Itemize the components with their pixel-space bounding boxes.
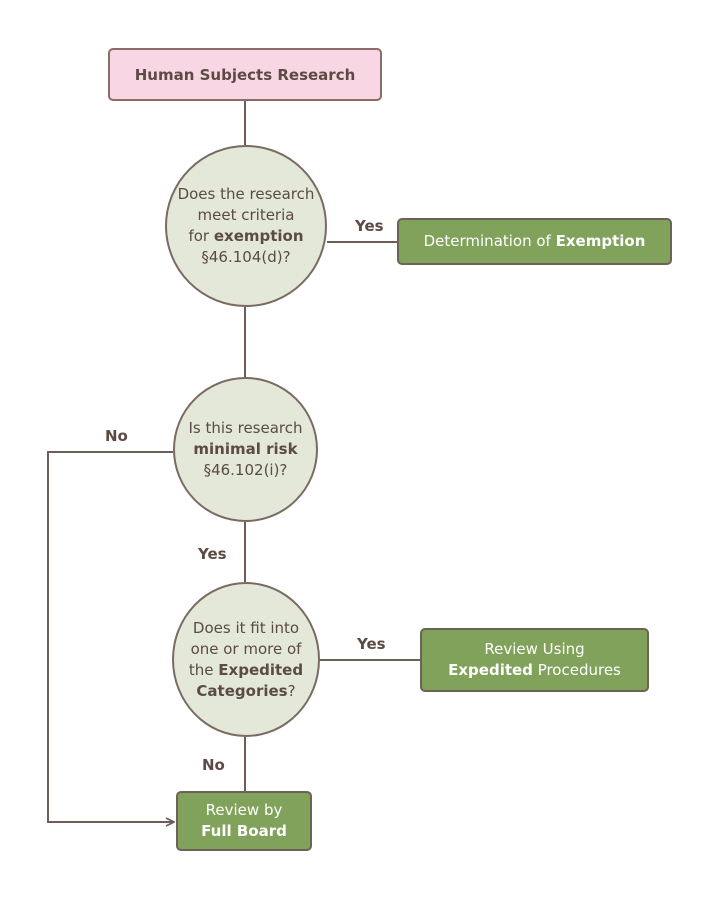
- expedited-outcome-suffix: Procedures: [532, 661, 621, 679]
- q3-line3: the Expedited: [189, 660, 303, 681]
- expedited-outcome-line2: Expedited Procedures: [448, 660, 621, 681]
- connector-q2-no-to-full-board: [47, 451, 174, 822]
- q3-line4: Categories?: [189, 681, 303, 702]
- exemption-outcome-term: Exemption: [555, 232, 646, 250]
- expedited-categories-decision: Does it fit into one or more of the Expe…: [172, 582, 320, 737]
- q3-line3-prefix: the: [188, 660, 219, 679]
- q1-line1: Does the research: [177, 185, 315, 203]
- q1-line3: for exemption: [178, 226, 315, 247]
- full-board-outcome-line1: Review by: [205, 801, 283, 819]
- exemption-criteria-decision: Does the research meet criteria for exem…: [165, 145, 327, 307]
- human-subjects-research-node: Human Subjects Research: [108, 48, 382, 101]
- yes-label-exemption: Yes: [355, 217, 384, 235]
- q2-minimal-risk-term: minimal risk: [193, 440, 298, 458]
- expedited-outcome-line1: Review Using: [484, 640, 585, 658]
- full-board-review-node: Review by Full Board: [176, 791, 312, 851]
- full-board-outcome-text: Review by Full Board: [201, 800, 287, 842]
- q3-expedited-term: Expedited: [218, 660, 304, 679]
- full-board-outcome-term: Full Board: [201, 822, 287, 840]
- q1-line3-prefix: for: [188, 227, 214, 245]
- exemption-outcome-prefix: Determination of: [423, 232, 556, 250]
- yes-label-minimal-risk: Yes: [198, 545, 227, 563]
- q3-line2: one or more of: [190, 639, 302, 658]
- determination-of-exemption-node: Determination of Exemption: [397, 218, 672, 265]
- q3-categories-term: Categories: [196, 681, 288, 700]
- q3-line1: Does it fit into: [192, 618, 300, 637]
- expedited-outcome-text: Review Using Expedited Procedures: [448, 639, 621, 681]
- start-label: Human Subjects Research: [134, 65, 356, 84]
- q1-line2: meet criteria: [197, 206, 295, 224]
- q2-citation: §46.102(i)?: [203, 461, 288, 479]
- q1-exemption-term: exemption: [213, 227, 304, 245]
- no-label-expedited: No: [202, 756, 225, 774]
- exemption-outcome-text: Determination of Exemption: [424, 231, 646, 252]
- exemption-question-text: Does the research meet criteria for exem…: [178, 184, 315, 268]
- expedited-review-node: Review Using Expedited Procedures: [420, 628, 649, 692]
- expedited-outcome-term: Expedited: [448, 661, 533, 679]
- no-label-minimal-risk: No: [105, 427, 128, 445]
- q1-citation: §46.104(d)?: [201, 248, 291, 266]
- expedited-question-text: Does it fit into one or more of the Expe…: [189, 618, 303, 702]
- q2-line1: Is this research: [188, 419, 303, 437]
- q3-question-mark: ?: [287, 681, 296, 700]
- minimal-risk-question-text: Is this research minimal risk §46.102(i)…: [188, 418, 302, 481]
- minimal-risk-decision: Is this research minimal risk §46.102(i)…: [173, 377, 318, 522]
- yes-label-expedited: Yes: [357, 635, 386, 653]
